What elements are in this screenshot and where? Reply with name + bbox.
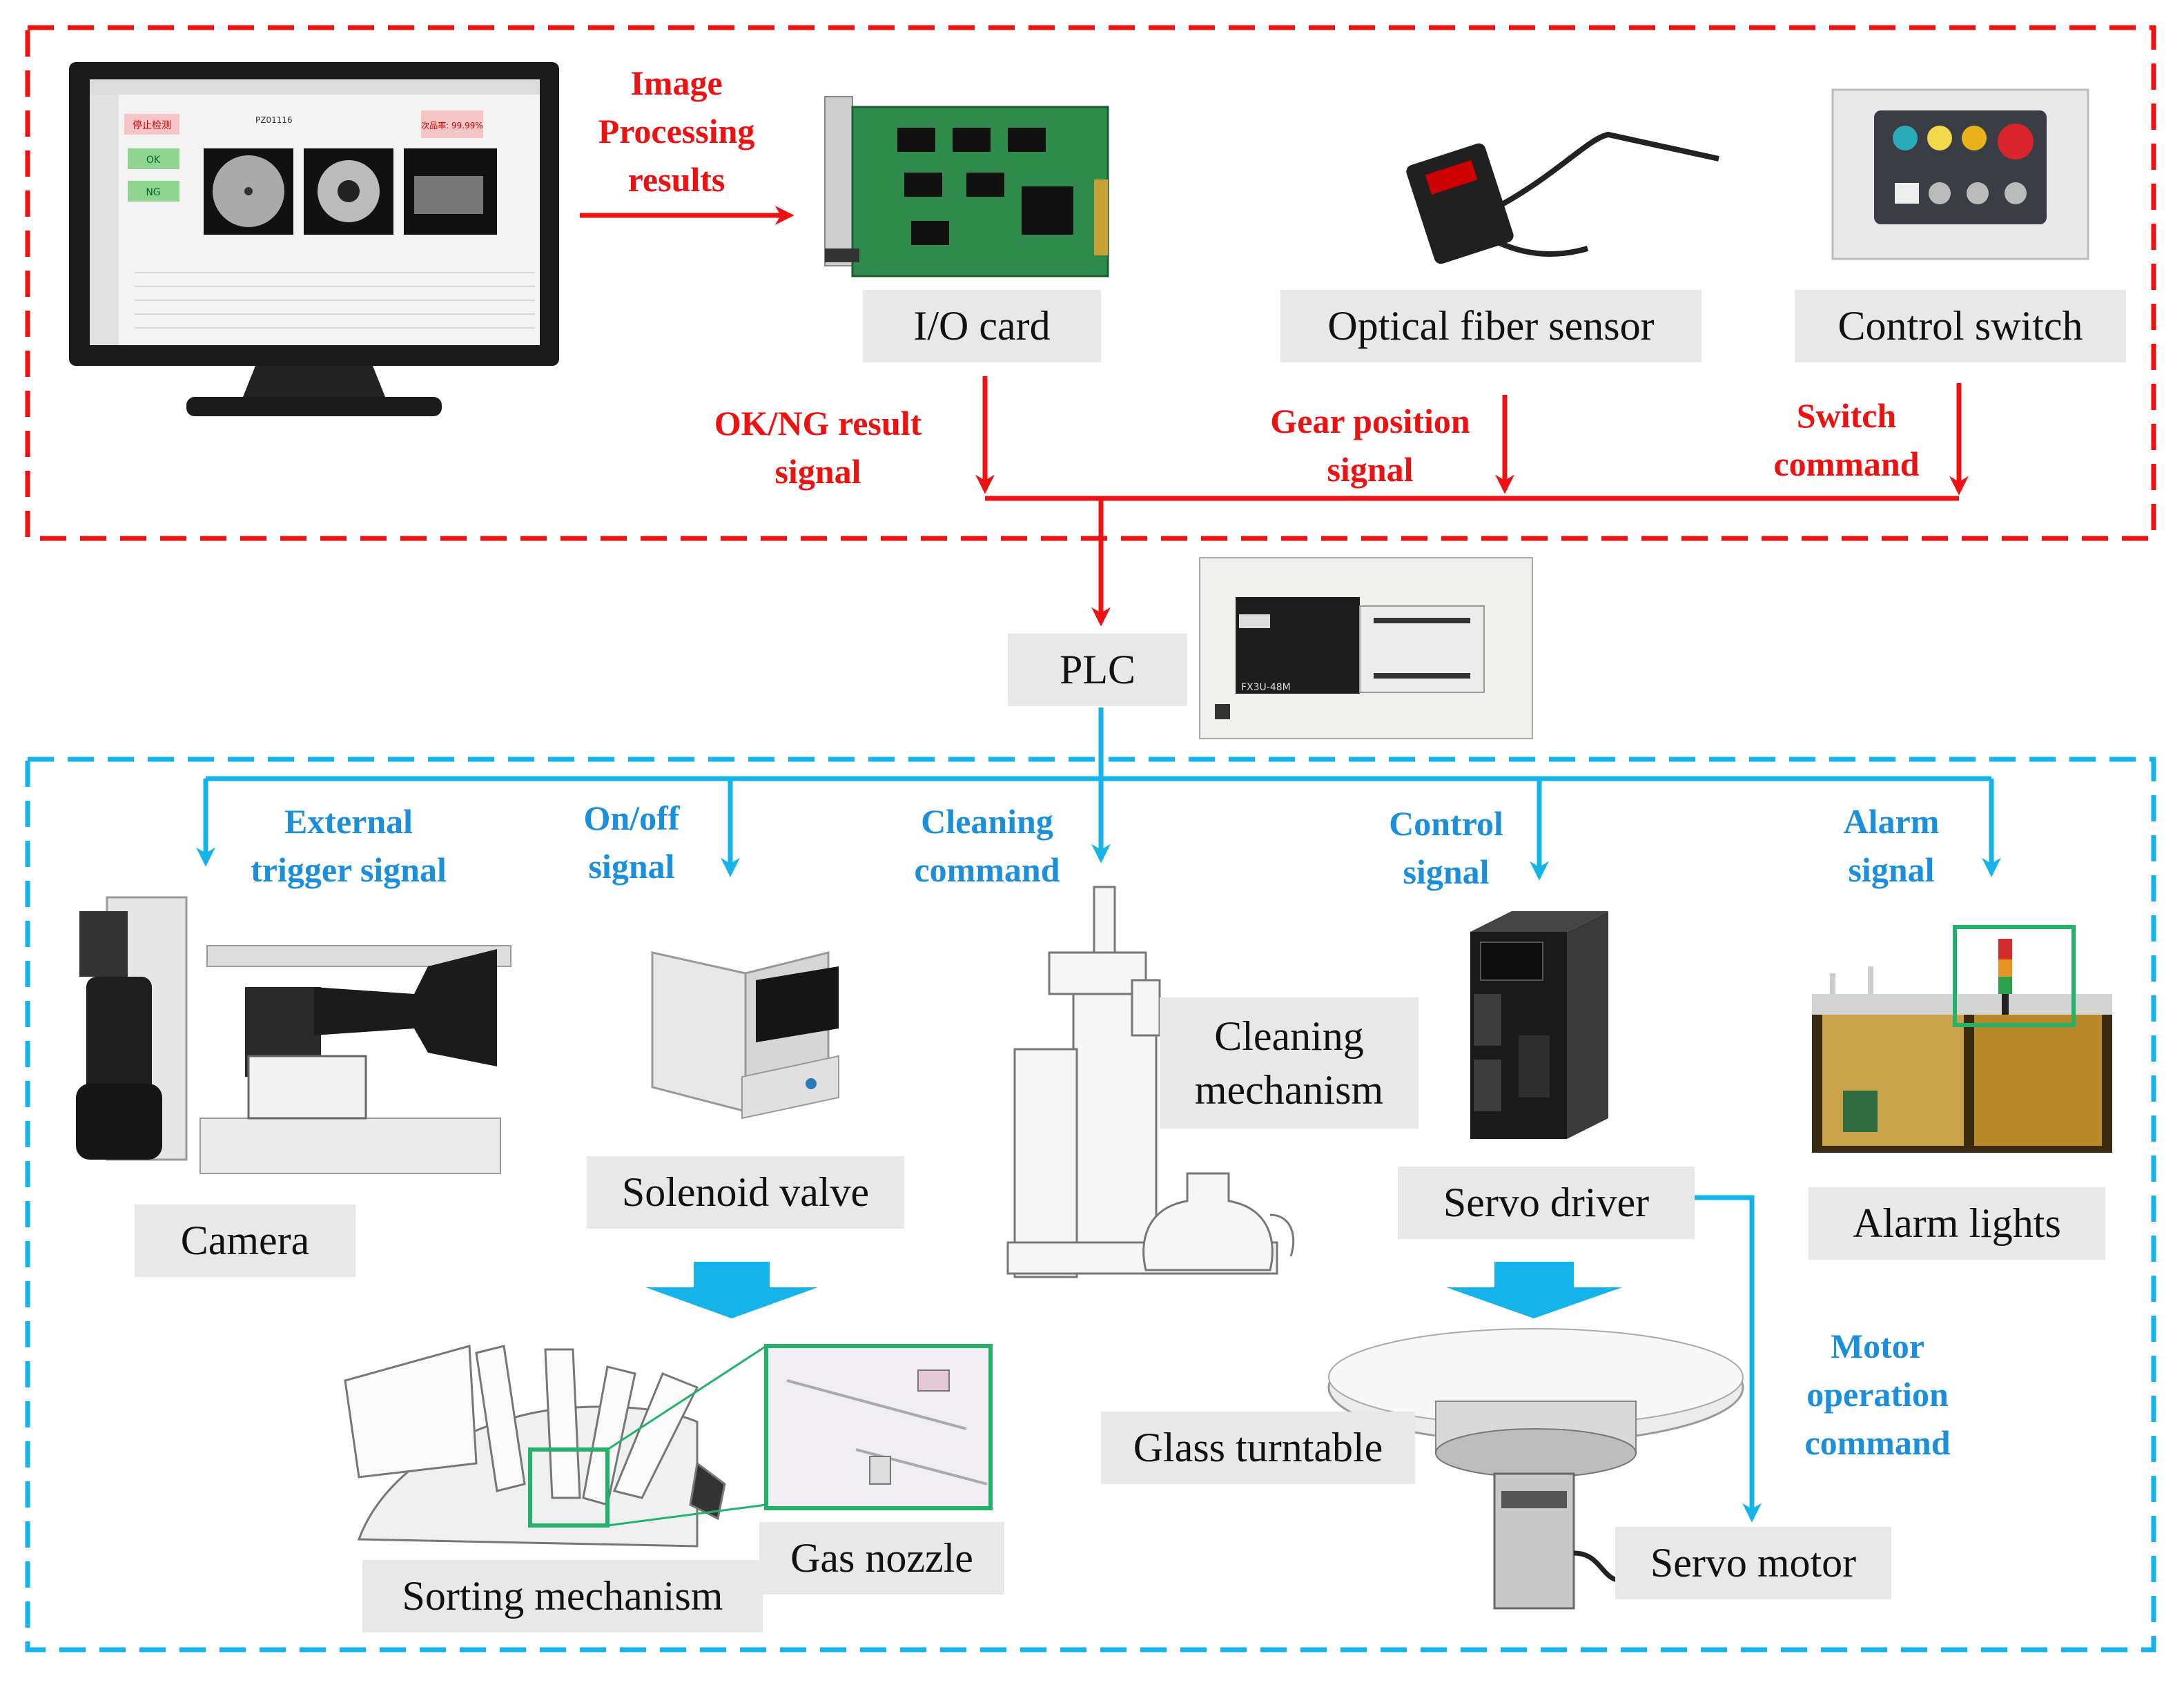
- gas-nozzle-label: Gas nozzle: [759, 1522, 1004, 1595]
- plc-label: PLC: [1008, 634, 1187, 706]
- on-off-line2: signal: [588, 847, 675, 886]
- on-off-line1: On/off: [583, 799, 680, 837]
- monitor-stop-button: 停止检测: [133, 119, 171, 131]
- plc-image: FX3U-48M: [1199, 557, 1533, 739]
- valve-to-sorting-arrow: [645, 1262, 818, 1318]
- motor-operation-line2: operation: [1806, 1375, 1949, 1414]
- monitor-ng-button: [128, 181, 179, 202]
- gear-position-line1: Gear position: [1270, 402, 1470, 440]
- alarm-signal-line2: signal: [1848, 850, 1935, 889]
- monitor-ok-button: [128, 148, 179, 169]
- control-signal-line1: Control: [1389, 804, 1503, 843]
- control-signal-label: Control signal: [1353, 799, 1539, 896]
- on-off-signal-label: On/off signal: [542, 794, 721, 890]
- sorting-detail-box-small: [528, 1447, 610, 1528]
- ok-ng-result-signal-label: OK/NG result signal: [680, 399, 956, 496]
- monitor-ok-label: OK: [146, 155, 161, 166]
- gas-nozzle-detail-image: [764, 1344, 993, 1510]
- image-processing-line1: Image: [630, 64, 723, 102]
- alarm-signal-line1: Alarm: [1843, 802, 1940, 841]
- optical-fiber-sensor-label: Optical fiber sensor: [1280, 290, 1702, 362]
- servo-driver-label: Servo driver: [1398, 1167, 1695, 1239]
- io-card-image: [824, 96, 1109, 277]
- servo-motor-image: [1493, 1472, 1623, 1610]
- monitor-ng-label: NG: [146, 187, 160, 198]
- solenoid-valve-image: [651, 951, 839, 1120]
- camera-label: Camera: [135, 1205, 355, 1277]
- motor-operation-line1: Motor: [1830, 1327, 1925, 1365]
- switch-command-label: Switch command: [1746, 391, 1947, 488]
- ok-ng-line1: OK/NG result: [714, 404, 922, 442]
- external-trigger-line2: trigger signal: [251, 850, 447, 889]
- ok-ng-line2: signal: [774, 452, 861, 491]
- control-signal-line2: signal: [1403, 852, 1490, 891]
- motor-command-line: [1695, 1195, 1762, 1523]
- cleaning-mechanism-line1: Cleaning: [1214, 1013, 1364, 1059]
- plc-model: FX3U-48M: [1241, 682, 1291, 693]
- field-region-border: [25, 757, 2156, 1652]
- image-processing-results-label: Image Processing results: [573, 59, 780, 204]
- alarm-lights-label: Alarm lights: [1808, 1187, 2105, 1260]
- glass-turntable-image: [1327, 1328, 1744, 1478]
- camera-image: [76, 896, 511, 1174]
- glass-turntable-label: Glass turntable: [1101, 1412, 1415, 1484]
- monitor-hmi: 停止检测 次品率: 99.99% PZ01116 OK NG: [69, 62, 559, 416]
- cleaning-command-label: Cleaning command: [884, 797, 1091, 894]
- image-processing-line3: results: [627, 160, 725, 199]
- sorting-mechanism-label: Sorting mechanism: [362, 1560, 763, 1632]
- servo-driver-image: [1470, 911, 1608, 1139]
- switch-command-line2: command: [1773, 445, 1920, 483]
- alarm-light-highlight-box: [1953, 925, 2076, 1027]
- control-region-border: [25, 25, 2156, 541]
- external-trigger-signal-label: External trigger signal: [214, 797, 483, 894]
- motor-operation-line3: command: [1804, 1423, 1951, 1462]
- cleaning-command-line1: Cleaning: [921, 802, 1053, 841]
- monitor-ng-rate: 次品率: 99.99%: [421, 120, 483, 130]
- control-switch-label: Control switch: [1795, 290, 2126, 362]
- gear-position-line2: signal: [1327, 450, 1414, 489]
- io-card-label: I/O card: [863, 290, 1101, 362]
- alarm-lights-image: [1812, 925, 2112, 1153]
- motor-operation-command-label: Motor operation command: [1771, 1322, 1985, 1467]
- driver-to-turntable-arrow: [1446, 1262, 1622, 1318]
- cleaning-mechanism-line2: mechanism: [1194, 1067, 1384, 1113]
- servo-motor-label: Servo motor: [1615, 1527, 1891, 1599]
- cleaning-mechanism-image: [1006, 886, 1295, 1278]
- monitor-product-code: PZ01116: [255, 115, 293, 125]
- cleaning-mechanism-label: Cleaning mechanism: [1160, 997, 1418, 1129]
- alarm-signal-label: Alarm signal: [1808, 797, 1974, 894]
- optical-fiber-sensor-image: [1406, 131, 1719, 264]
- external-trigger-line1: External: [284, 802, 413, 841]
- solenoid-valve-label: Solenoid valve: [587, 1156, 904, 1229]
- control-switch-image: [1831, 88, 2089, 260]
- gear-position-signal-label: Gear position signal: [1239, 397, 1501, 494]
- switch-command-line1: Switch: [1796, 396, 1897, 435]
- sorting-mechanism-image: [344, 1345, 767, 1548]
- cleaning-command-line2: command: [914, 850, 1060, 889]
- image-processing-line2: Processing: [598, 112, 755, 150]
